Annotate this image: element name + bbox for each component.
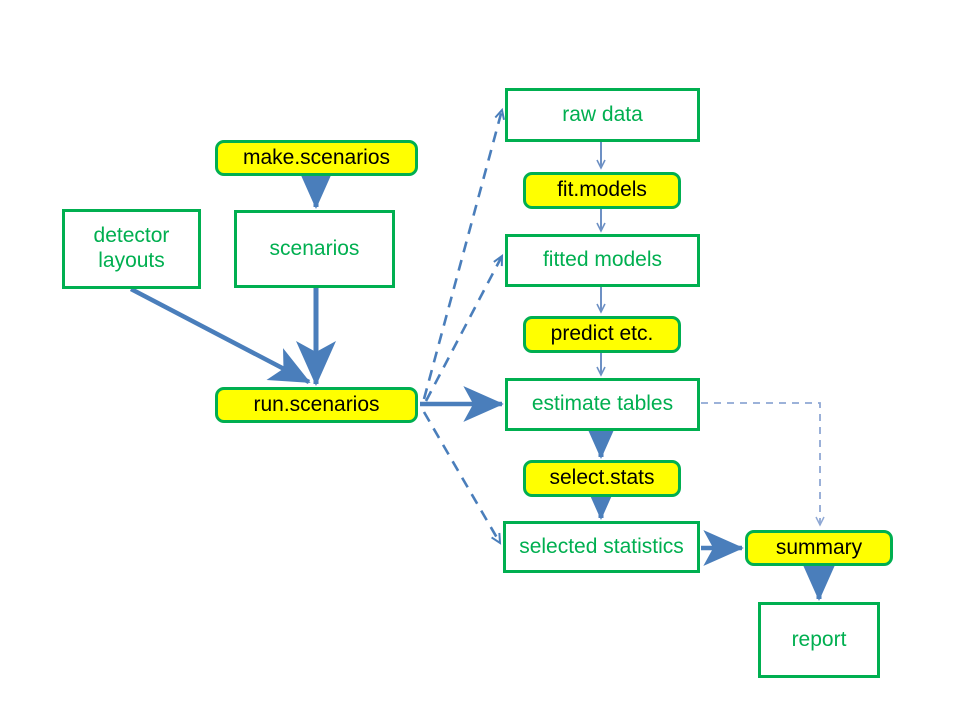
node-run-scenarios[interactable]: run.scenarios [215, 387, 418, 423]
node-label: scenarios [269, 236, 360, 260]
node-estimate-tables[interactable]: estimate tables [505, 378, 700, 431]
node-label: selected statistics [519, 534, 684, 558]
node-predict-etc[interactable]: predict etc. [523, 316, 681, 353]
edge-detector-to-run [129, 287, 311, 384]
node-label: fit.models [557, 178, 647, 202]
node-label: estimate tables [531, 392, 674, 416]
edge-estimate-to-summary [701, 402, 825, 527]
edge-run-to-selectedstats [422, 411, 502, 545]
node-label: fitted models [542, 248, 663, 272]
node-fitted-models[interactable]: fitted models [505, 234, 700, 287]
node-label: summary [775, 535, 863, 559]
node-scenarios[interactable]: scenarios [234, 210, 395, 288]
node-label: report [791, 627, 847, 651]
node-label: run.scenarios [253, 392, 380, 416]
edge-run-to-rawdata [422, 107, 505, 400]
node-label: detector layouts [93, 224, 170, 272]
node-selected-statistics[interactable]: selected statistics [503, 521, 700, 573]
node-report[interactable]: report [758, 602, 880, 678]
node-label: predict etc. [550, 322, 654, 346]
node-label: select.stats [549, 466, 655, 490]
node-fit-models[interactable]: fit.models [523, 172, 681, 209]
node-label: raw data [562, 102, 643, 126]
edge-run-to-fittedmodels [424, 254, 504, 402]
node-select-stats[interactable]: select.stats [523, 460, 681, 497]
node-make-scenarios[interactable]: make.scenarios [215, 140, 418, 176]
node-summary[interactable]: summary [745, 530, 893, 566]
node-detector-layouts[interactable]: detector layouts [62, 209, 201, 289]
node-raw-data[interactable]: raw data [505, 88, 700, 142]
node-label: make.scenarios [242, 145, 391, 169]
